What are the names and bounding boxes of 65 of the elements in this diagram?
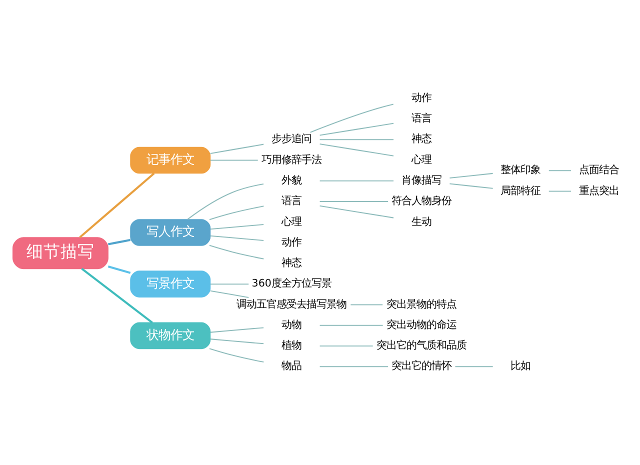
connector [209, 348, 264, 363]
node-text: 动物 [282, 318, 302, 331]
connector [210, 144, 264, 154]
connector [210, 290, 249, 298]
connector [450, 183, 493, 189]
connector [81, 268, 153, 324]
node-text: 心理 [282, 216, 302, 228]
connector [210, 160, 258, 161]
node-text: 动作 [282, 236, 302, 248]
connector [187, 184, 264, 220]
node-text: 巧用修辞手法 [262, 154, 322, 166]
connector [320, 122, 394, 136]
connector [320, 139, 394, 140]
node-text: 突出它的情怀 [392, 360, 452, 372]
connector [108, 266, 131, 274]
connector [210, 338, 264, 344]
node-text: 植物 [282, 340, 302, 352]
connector [209, 244, 264, 260]
node-text: 心理 [412, 154, 432, 166]
connector [320, 144, 394, 156]
connector [548, 190, 572, 192]
node-text: 调动五官感受去描写景物 [236, 298, 347, 310]
node-text: 360度全方位写景 [252, 278, 332, 290]
connector [310, 104, 394, 133]
connector [320, 346, 373, 347]
connector [210, 235, 264, 241]
node-box: 写景作文 [130, 270, 211, 298]
connector [320, 201, 388, 202]
node-text: 点面结合 [579, 164, 620, 176]
node-box: 记事作文 [130, 146, 211, 174]
node-text: 符合人物身份 [392, 195, 452, 208]
connector [350, 304, 383, 306]
node-text: 突出动物的命运 [386, 318, 457, 331]
node-text: 突出它的气质和品质 [376, 340, 467, 352]
connector [320, 205, 394, 218]
node-text: 步步追问 [272, 133, 312, 146]
connector [320, 180, 394, 182]
connector [548, 170, 572, 172]
node-text: 动作 [412, 92, 432, 104]
node-text: 神态 [412, 133, 432, 146]
connector [210, 327, 264, 333]
node-text: 比如 [510, 360, 531, 372]
connector [320, 366, 388, 368]
node-text: 语言 [412, 112, 432, 125]
node-box: 状物作文 [130, 322, 211, 350]
node-text: 局部特征 [500, 184, 541, 197]
connector [450, 172, 493, 179]
connector [209, 206, 264, 220]
node-text: 神态 [282, 257, 302, 270]
connector [210, 224, 264, 230]
connector [320, 324, 383, 326]
node-text: 外貌 [282, 174, 302, 186]
node-box: 细节描写 [12, 237, 108, 270]
node-text: 物品 [282, 360, 302, 372]
node-box: 写人作文 [130, 219, 211, 246]
connector [455, 366, 493, 368]
node-text: 突出景物的特点 [386, 298, 457, 310]
node-text: 语言 [282, 195, 302, 208]
connector [210, 284, 249, 285]
node-text: 肖像描写 [402, 174, 442, 186]
connector [79, 172, 155, 238]
node-text: 重点突出 [579, 184, 620, 197]
node-text: 生动 [412, 216, 432, 228]
connector [108, 238, 131, 246]
node-text: 整体印象 [500, 164, 541, 176]
